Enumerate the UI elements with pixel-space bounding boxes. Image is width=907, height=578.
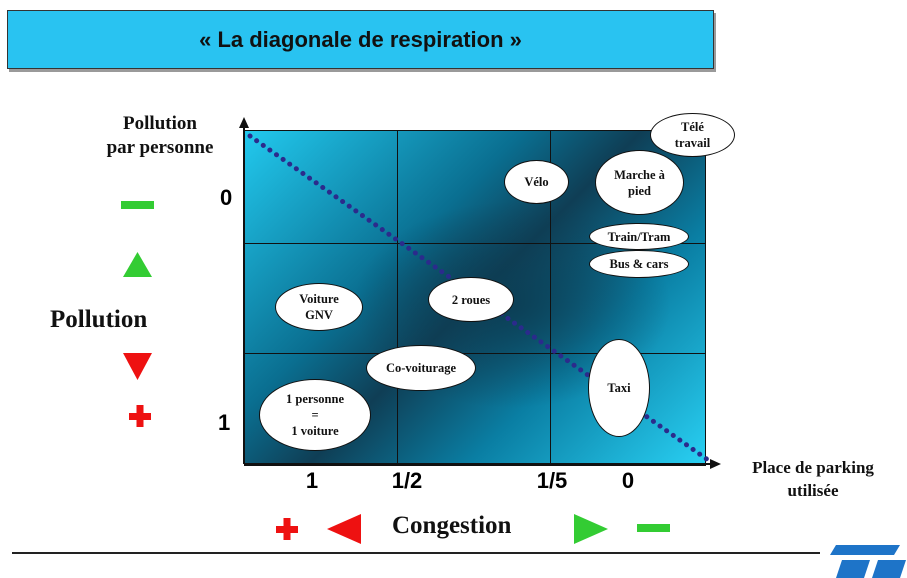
x-axis-label-line2: utilisée: [787, 481, 839, 500]
minus-sign-green: [121, 201, 154, 209]
y-axis-label: Pollution par personne: [80, 112, 240, 160]
mode-ellipse-taxi: Taxi: [588, 339, 650, 437]
plus-sign-bottom-v: [283, 518, 291, 540]
y-tick-bottom: 1: [218, 410, 231, 435]
page-title: « La diagonale de respiration »: [7, 10, 714, 69]
x-tick-1-5: 1/5: [536, 468, 568, 493]
arrow-left-red: [327, 514, 361, 544]
mode-ellipse-velo: Vélo: [504, 160, 569, 204]
mode-ellipse-train: Train/Tram: [589, 223, 689, 250]
mode-ellipse-solo-car: 1 personne=1 voiture: [259, 379, 371, 451]
x-axis-label: Place de parking utilisée: [722, 456, 904, 502]
minus-sign-bottom: [637, 524, 670, 532]
grid-line-v2: [550, 131, 551, 465]
y-axis-label-line2: par personne: [106, 137, 214, 158]
st-logo-icon: [830, 545, 906, 578]
grid-line-v1: [397, 131, 398, 465]
x-tick-1-2: 1/2: [391, 468, 423, 493]
x-axis-label-line1: Place de parking: [752, 458, 874, 477]
congestion-label: Congestion: [392, 512, 512, 539]
y-tick-top: 0: [220, 185, 233, 210]
mode-ellipse-covoiturage: Co-voiturage: [366, 345, 476, 391]
y-axis-arrowhead: [239, 117, 249, 128]
grid-line-h2: [245, 353, 705, 354]
arrow-right-green: [574, 514, 608, 544]
mode-ellipse-2roues: 2 roues: [428, 277, 514, 322]
y-axis-label-line1: Pollution: [123, 113, 197, 134]
x-tick-0: 0: [621, 468, 635, 493]
bottom-divider: [12, 552, 820, 554]
arrow-up-green: [123, 252, 152, 277]
x-tick-1: 1: [305, 468, 319, 493]
grid-line-h1: [245, 243, 705, 244]
x-axis-arrowhead: [710, 459, 721, 469]
arrow-down-red: [123, 353, 152, 380]
mode-ellipse-bus: Bus & cars: [589, 250, 689, 278]
plus-sign-red-v: [136, 405, 144, 427]
pollution-label: Pollution: [50, 306, 148, 333]
